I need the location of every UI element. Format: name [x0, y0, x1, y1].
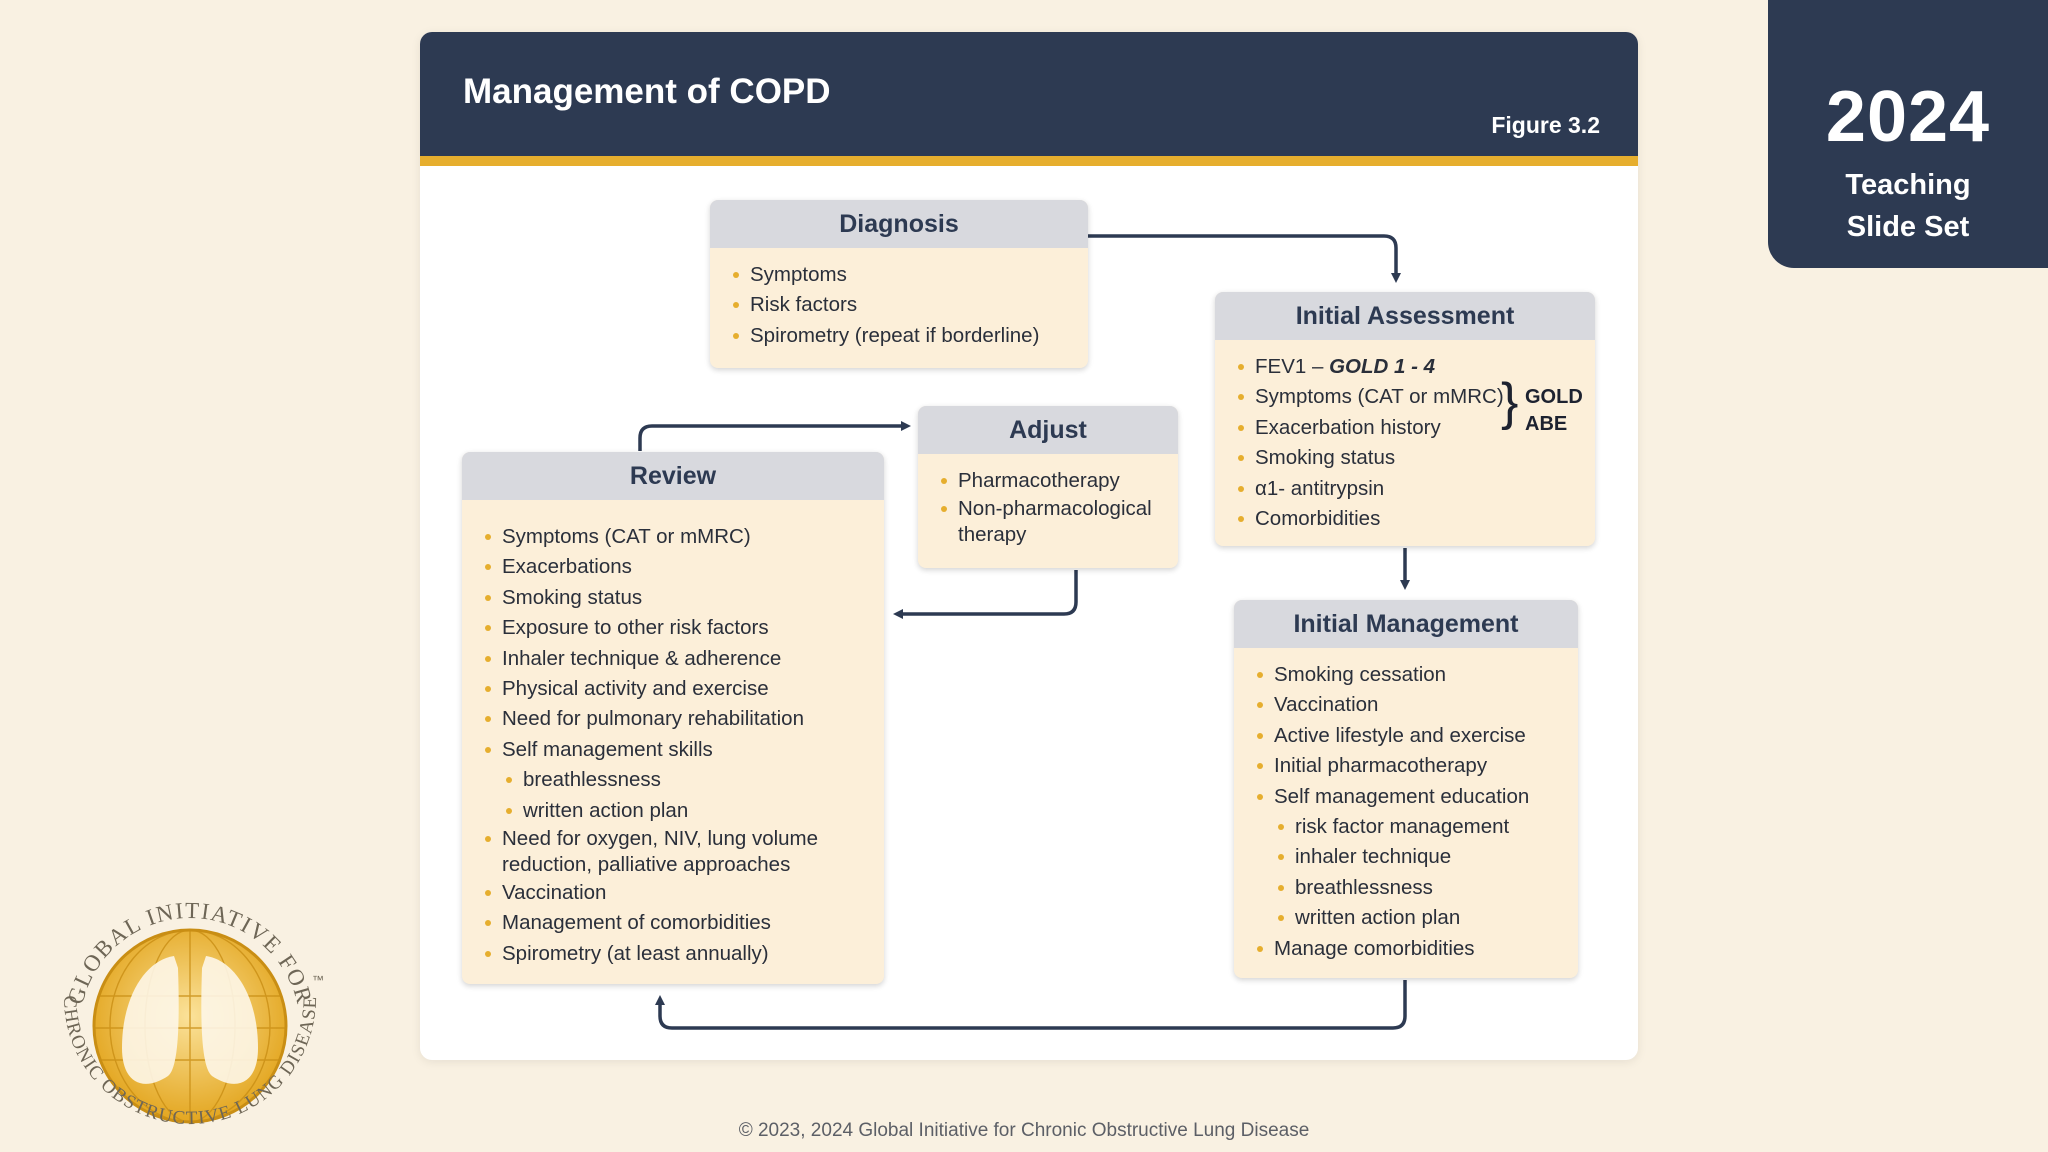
badge-year: 2024: [1825, 77, 1991, 157]
badge-line-2: Slide Set: [1846, 211, 1970, 243]
list-item: Symptoms (CAT or mMRC): [1235, 382, 1585, 412]
figure-title: Management of COPD: [463, 72, 831, 111]
list-item: Symptoms: [730, 260, 1078, 290]
adjust-box: Adjust Pharmacotherapy Non-pharmacologic…: [918, 406, 1178, 568]
list-item: Need for oxygen, NIV, lung volume reduct…: [482, 826, 874, 878]
initial-assessment-box: Initial Assessment FEV1 – GOLD 1 - 4 Sym…: [1215, 292, 1595, 546]
list-item: Exacerbation history: [1235, 413, 1585, 443]
initial-management-title: Initial Management: [1234, 600, 1578, 648]
review-list: Symptoms (CAT or mMRC) Exacerbations Smo…: [462, 500, 884, 977]
gold-logo: GLOBAL INITIATIVE FOR CHRONIC OBSTRUCTIV…: [59, 898, 324, 1129]
right-lung-icon: [201, 956, 258, 1084]
list-item: Smoking status: [1235, 443, 1585, 473]
initial-management-box: Initial Management Smoking cessation Vac…: [1234, 600, 1578, 978]
trademark-mark: ™: [312, 973, 324, 987]
list-item: α1- antitrypsin: [1235, 474, 1585, 504]
list-item: Symptoms (CAT or mMRC): [482, 522, 874, 552]
badge-line-1: Teaching: [1845, 169, 1971, 201]
brace-icon: }: [1501, 373, 1519, 431]
list-item: Self management education: [1254, 782, 1568, 812]
list-item: Vaccination: [1254, 690, 1568, 720]
teaching-slide-set-badge: 2024 Teaching Slide Set: [1768, 0, 2048, 268]
list-item: Physical activity and exercise: [482, 674, 874, 704]
list-item: Risk factors: [730, 290, 1078, 320]
list-item: Management of comorbidities: [482, 908, 874, 938]
list-subitem: breathlessness: [1275, 873, 1568, 903]
list-item: Smoking cessation: [1254, 660, 1568, 690]
list-item: Non-pharmacological therapy: [938, 496, 1168, 548]
gold-stage-label: GOLD 1 - 4: [1329, 355, 1435, 378]
list-item: Exacerbations: [482, 552, 874, 582]
left-lung-icon: [122, 956, 179, 1084]
list-item: Smoking status: [482, 583, 874, 613]
list-item: Pharmacotherapy: [938, 466, 1168, 496]
copyright-footer: © 2023, 2024 Global Initiative for Chron…: [738, 1120, 1310, 1141]
list-subitem: written action plan: [1275, 903, 1568, 933]
list-item: Spirometry (at least annually): [482, 939, 874, 969]
diagnosis-list: Symptoms Risk factors Spirometry (repeat…: [710, 248, 1088, 359]
header-accent-bar: [420, 156, 1638, 166]
gold-abe-label: GOLD ABE: [1525, 384, 1583, 438]
list-item: Active lifestyle and exercise: [1254, 721, 1568, 751]
list-item: Exposure to other risk factors: [482, 613, 874, 643]
list-item: Need for pulmonary rehabilitation: [482, 704, 874, 734]
review-box: Review Symptoms (CAT or mMRC) Exacerbati…: [462, 452, 884, 984]
adjust-title: Adjust: [918, 406, 1178, 454]
review-title: Review: [462, 452, 884, 500]
list-subitem: risk factor management: [1275, 812, 1568, 842]
adjust-list: Pharmacotherapy Non-pharmacological ther…: [918, 454, 1178, 556]
gold-label: GOLD: [1525, 386, 1583, 408]
list-subitem: breathlessness: [503, 765, 874, 795]
list-item: Spirometry (repeat if borderline): [730, 321, 1078, 351]
initial-management-list: Smoking cessation Vaccination Active lif…: [1234, 648, 1578, 972]
diagnosis-box: Diagnosis Symptoms Risk factors Spiromet…: [710, 200, 1088, 368]
figure-header: Management of COPD Figure 3.2: [420, 32, 1638, 156]
list-item: Manage comorbidities: [1254, 934, 1568, 964]
diagnosis-title: Diagnosis: [710, 200, 1088, 248]
list-item: FEV1 – GOLD 1 - 4: [1235, 352, 1585, 382]
figure-number: Figure 3.2: [1491, 112, 1600, 138]
list-subitem: written action plan: [503, 796, 874, 826]
badge-caption: Teaching Slide Set: [1768, 164, 2048, 248]
list-item: Self management skills: [482, 735, 874, 765]
abe-label: ABE: [1525, 413, 1568, 435]
list-item: Inhaler technique & adherence: [482, 644, 874, 674]
fev1-prefix: FEV1 –: [1255, 355, 1330, 378]
initial-assessment-title: Initial Assessment: [1215, 292, 1595, 340]
list-item: Comorbidities: [1235, 504, 1585, 534]
initial-assessment-list: FEV1 – GOLD 1 - 4 Symptoms (CAT or mMRC)…: [1215, 340, 1595, 542]
list-item: Initial pharmacotherapy: [1254, 751, 1568, 781]
list-item: Vaccination: [482, 878, 874, 908]
list-subitem: inhaler technique: [1275, 842, 1568, 872]
